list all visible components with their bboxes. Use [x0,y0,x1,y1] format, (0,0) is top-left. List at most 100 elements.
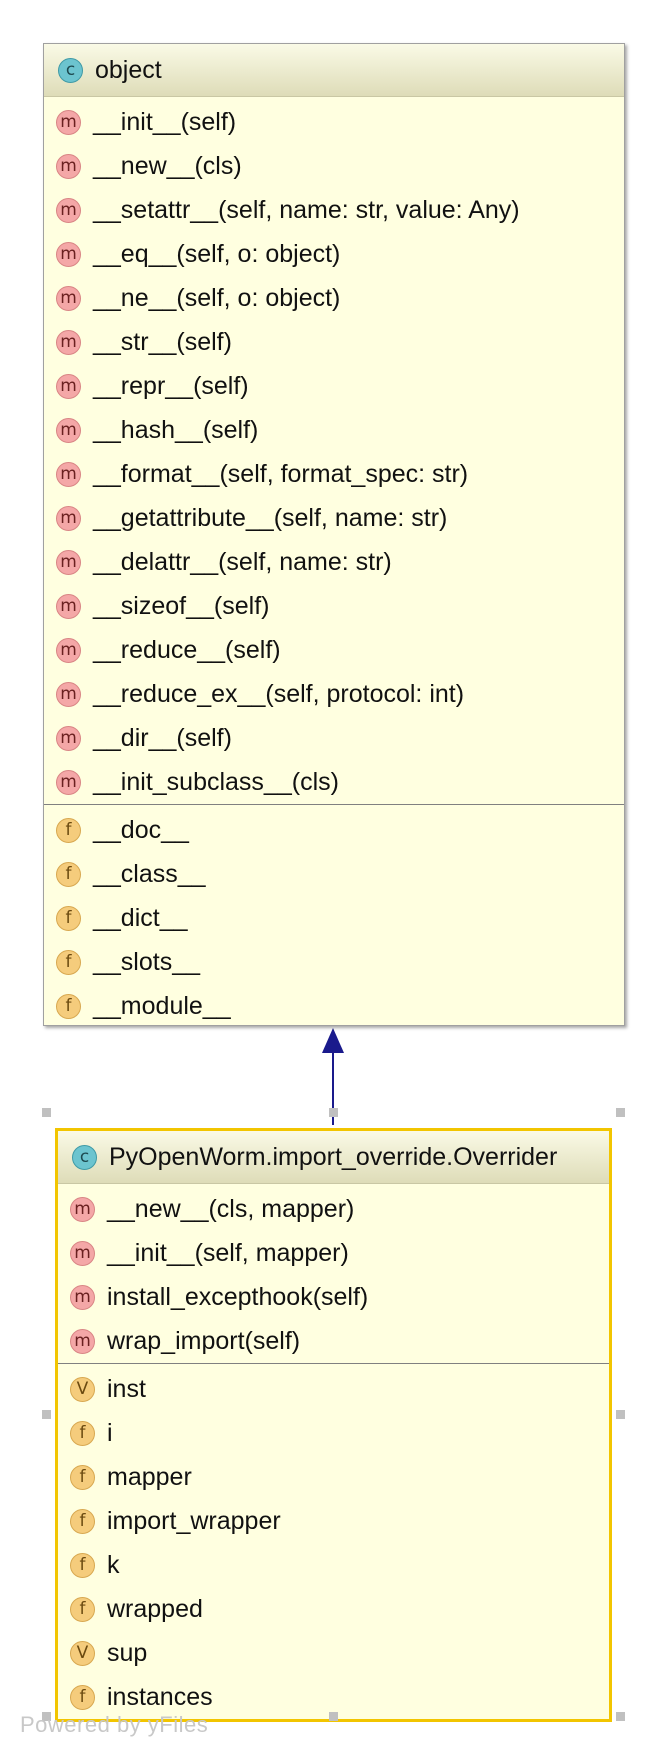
method-icon: m [70,1196,95,1222]
method-row[interactable]: m __new__(cls) [44,144,624,188]
method-icon: m [56,549,81,575]
field-icon: f [70,1508,95,1534]
method-icon: m [56,505,81,531]
class-name: PyOpenWorm.import_override.Overrider [109,1142,558,1171]
method-icon: m [56,769,81,795]
field-icon: f [56,949,81,975]
method-row-label: __dir__(self) [93,723,232,752]
method-row[interactable]: m __setattr__(self, name: str, value: Any… [44,188,624,232]
method-row[interactable]: m__getattribute__(self, name: str) [44,496,624,540]
field-row[interactable]: f __doc__ [44,808,624,852]
resize-handle-top-right[interactable] [616,1108,625,1117]
class-box-overrider[interactable]: c PyOpenWorm.import_override.Overrider m… [55,1128,612,1722]
method-row-label: __reduce_ex__(self, protocol: int) [93,679,465,708]
field-icon: f [70,1464,95,1490]
method-row-label: __new__(cls, mapper) [107,1194,355,1223]
field-row-label: __class__ [93,859,206,888]
field-row-label: instances [107,1682,213,1711]
resize-handle-top-left[interactable] [42,1108,51,1117]
method-row[interactable]: m__reduce_ex__(self, protocol: int) [44,672,624,716]
field-row-label: inst [107,1374,146,1403]
method-row[interactable]: m__eq__(self, o: object) [44,232,624,276]
resize-handle-top-center[interactable] [329,1108,338,1117]
resize-handle-mid-left[interactable] [42,1410,51,1419]
method-icon: m [56,637,81,663]
field-row[interactable]: f __dict__ [44,896,624,940]
field-icon: f [70,1596,95,1622]
method-row[interactable]: m __new__(cls, mapper) [58,1187,609,1231]
field-row[interactable]: f wrapped [58,1587,609,1631]
method-icon: m [70,1328,95,1354]
method-icon: m [56,329,81,355]
field-row-label: sup [107,1638,148,1667]
method-row[interactable]: m __reduce__(self) [44,628,624,672]
method-row-label: __init__(self, mapper) [107,1238,349,1267]
method-icon: m [56,197,81,223]
method-row[interactable]: m wrap_import(self) [58,1319,609,1363]
fields-section: f__doc__f__class__f__dict__f__slots__f__… [44,804,624,1028]
method-icon: m [56,153,81,179]
method-row-label: __repr__(self) [93,371,249,400]
method-row[interactable]: m__init__(self) [44,100,624,144]
resize-handle-bottom-right[interactable] [616,1712,625,1721]
class-header: c object [44,44,624,97]
method-row-label: __hash__(self) [93,415,259,444]
method-icon: m [56,241,81,267]
field-row-label: __slots__ [93,947,201,976]
method-icon: m [56,593,81,619]
class-box-object[interactable]: c object m__init__(self)m__new__(cls)m__… [43,43,625,1026]
field-row-label: wrapped [107,1594,203,1623]
method-icon: m [56,373,81,399]
method-row[interactable]: m __dir__(self) [44,716,624,760]
field-row-label: i [107,1418,113,1447]
field-icon: f [70,1420,95,1446]
method-row[interactable]: m __repr__(self) [44,364,624,408]
class-header: c PyOpenWorm.import_override.Overrider [58,1131,609,1184]
resize-handle-mid-right[interactable] [616,1410,625,1419]
method-icon: m [56,725,81,751]
field-row-label: __dict__ [93,903,188,932]
field-icon: f [56,817,81,843]
method-row-label: __new__(cls) [93,151,242,180]
method-row[interactable]: m__ne__(self, o: object) [44,276,624,320]
method-row-label: __init__(self) [93,107,237,136]
class-name: object [95,55,162,84]
watermark: Powered by yFiles [20,1712,209,1737]
method-row[interactable]: m __delattr__(self, name: str) [44,540,624,584]
field-row-label: __doc__ [93,815,189,844]
field-row[interactable]: f __slots__ [44,940,624,984]
methods-section: m__init__(self)m__new__(cls)m__setattr__… [44,97,624,804]
method-row-label: __setattr__(self, name: str, value: Any) [93,195,520,224]
method-row-label: __sizeof__(self) [93,591,270,620]
field-row[interactable]: f instances [58,1675,609,1719]
field-row[interactable]: f__class__ [44,852,624,896]
method-row[interactable]: m__hash__(self) [44,408,624,452]
method-row-label: __str__(self) [93,327,232,356]
field-row[interactable]: f__module__ [44,984,624,1028]
method-row-label: __init_subclass__(cls) [93,767,339,796]
class-icon: c [72,1144,97,1170]
method-row[interactable]: m __init_subclass__(cls) [44,760,624,804]
field-icon: f [56,905,81,931]
method-icon: m [56,461,81,487]
method-row-label: __reduce__(self) [93,635,281,664]
method-row-label: wrap_import(self) [107,1326,301,1355]
method-row[interactable]: m__format__(self, format_spec: str) [44,452,624,496]
method-row[interactable]: m__init__(self, mapper) [58,1231,609,1275]
field-icon: f [70,1684,95,1710]
variable-icon: V [70,1640,95,1666]
field-icon: f [70,1552,95,1578]
method-row-label: __delattr__(self, name: str) [93,547,392,576]
method-row[interactable]: m __sizeof__(self) [44,584,624,628]
method-row[interactable]: m __str__(self) [44,320,624,364]
variable-icon: V [70,1376,95,1402]
resize-handle-bottom-left[interactable] [42,1712,51,1721]
resize-handle-bottom-center[interactable] [329,1712,338,1721]
